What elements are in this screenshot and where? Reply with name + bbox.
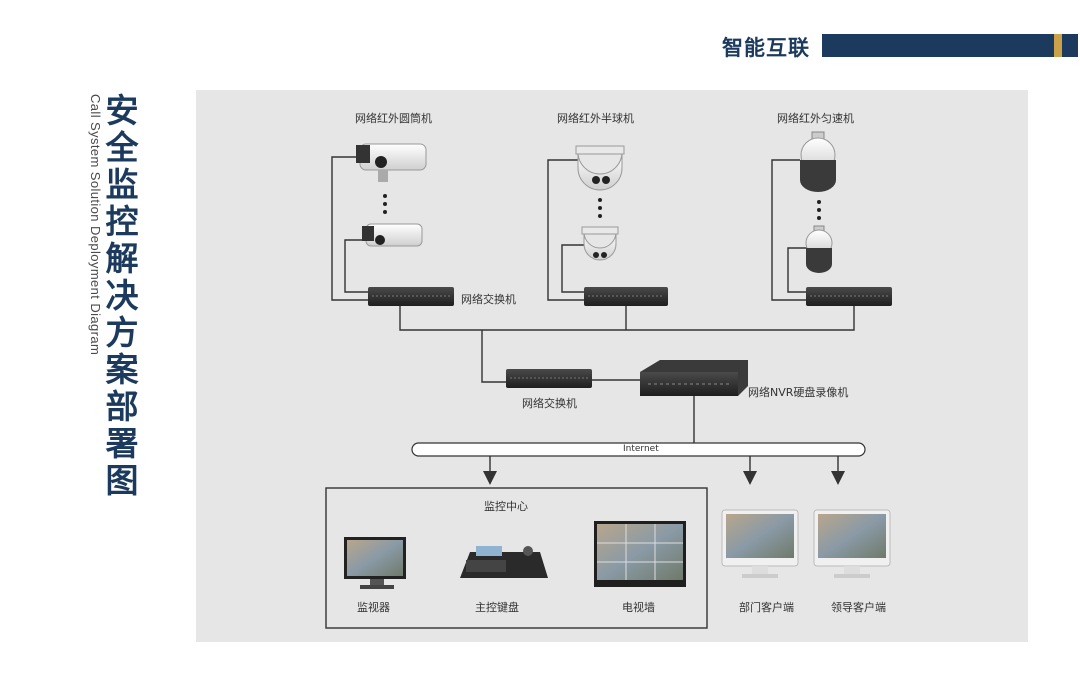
bullet-camera-icon	[362, 223, 423, 247]
title-char: 图	[105, 461, 139, 500]
switch-label: 网络交换机	[522, 397, 577, 410]
center-title: 监控中心	[484, 500, 528, 513]
network-switch-icon	[806, 287, 892, 306]
monitoring-center-box	[325, 487, 708, 629]
device-label: 主控键盘	[475, 601, 519, 614]
client-label: 部门客户端	[739, 601, 794, 614]
title-char: 方	[105, 313, 139, 352]
brand-text: 智能互联	[722, 36, 810, 60]
video-wall-icon	[594, 521, 686, 587]
ellipsis-dots	[383, 194, 821, 220]
page-title: 安 全 监 控 解 决 方 案 部 署 图	[102, 92, 142, 499]
network-switch-icon	[368, 287, 454, 306]
device-label: 电视墙	[622, 601, 655, 614]
title-char: 案	[105, 350, 139, 389]
switch-label: 网络交换机	[461, 293, 516, 306]
client-label: 领导客户端	[831, 601, 886, 614]
network-switch-icon	[584, 287, 668, 306]
ptz-camera-icon	[805, 225, 833, 273]
title-char: 安	[105, 91, 139, 130]
camera-group-label: 网络红外圆筒机	[355, 112, 432, 125]
camera-group-label: 网络红外匀速机	[777, 112, 854, 125]
title-char: 部	[105, 387, 139, 426]
client-monitor-icon	[813, 509, 891, 578]
title-char: 监	[105, 165, 139, 204]
title-char: 决	[105, 276, 139, 315]
device-label: 监视器	[357, 601, 390, 614]
page-subtitle: Call System Solution Deployment Diagram	[88, 94, 103, 356]
internet-label: Internet	[623, 444, 659, 454]
nvr-label: 网络NVR硬盘录像机	[748, 386, 849, 399]
brand-bar	[822, 34, 1054, 57]
network-switch-icon	[506, 369, 592, 388]
monitor-icon	[344, 537, 406, 589]
dome-camera-icon	[575, 145, 625, 191]
client-monitor-icon	[721, 509, 799, 578]
nvr-recorder-icon	[640, 360, 748, 396]
title-char: 控	[105, 202, 139, 241]
camera-group-label: 网络红外半球机	[557, 112, 634, 125]
bullet-camera-icon	[356, 143, 427, 182]
title-char: 署	[105, 424, 139, 463]
title-char: 解	[105, 239, 139, 278]
internet-bus	[411, 442, 866, 457]
control-keyboard-icon	[460, 546, 548, 578]
brand-accent	[1054, 34, 1062, 57]
dome-camera-icon	[581, 226, 619, 261]
wires	[331, 156, 855, 485]
brand-bar-end	[1062, 34, 1078, 57]
title-char: 全	[105, 128, 139, 167]
ptz-camera-icon	[800, 131, 836, 192]
